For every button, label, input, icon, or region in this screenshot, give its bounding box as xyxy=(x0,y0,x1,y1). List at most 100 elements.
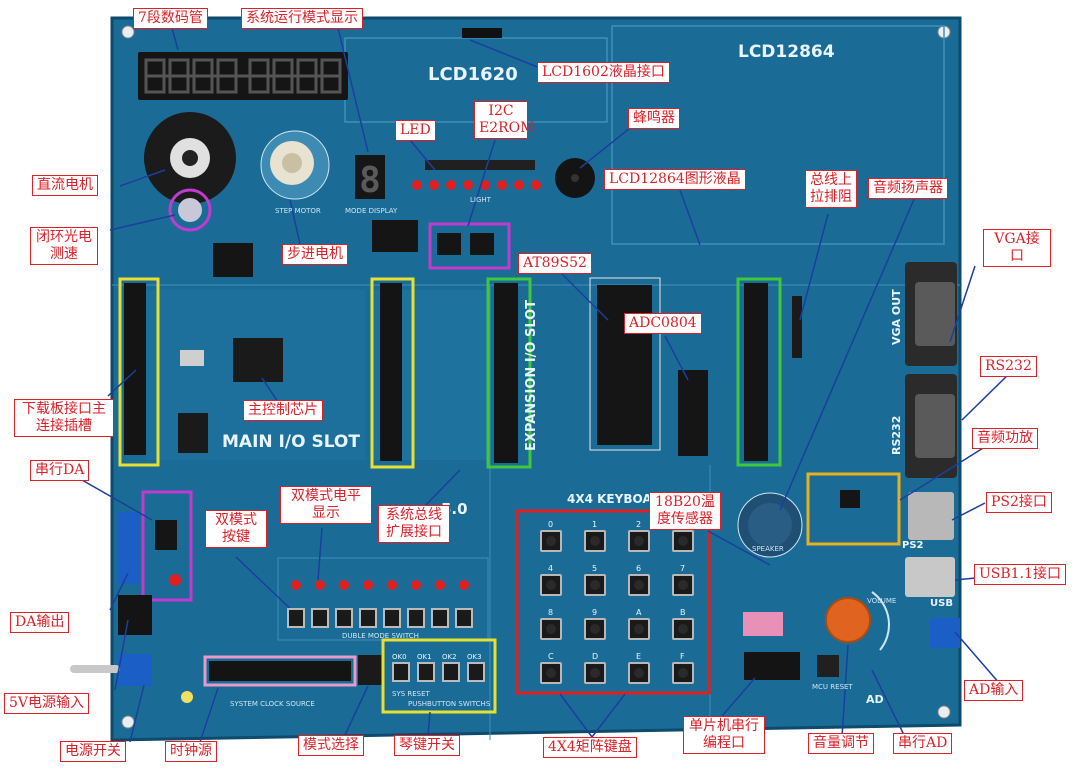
dual-mode-led xyxy=(411,580,421,590)
silk-mode-display: MODE DISPLAY xyxy=(345,207,398,215)
dual-mode-key[interactable] xyxy=(455,608,473,628)
keypad-key[interactable]: B xyxy=(672,608,694,640)
label-lcd12864-graphic: LCD12864图形液晶 xyxy=(604,169,746,190)
label-lcd1602: LCD1602液晶接口 xyxy=(537,62,670,83)
keypad-key[interactable]: 2 xyxy=(628,520,650,552)
svg-text:8: 8 xyxy=(359,160,381,201)
dual-mode-led xyxy=(315,580,325,590)
label-serial-ad: 串行AD xyxy=(893,733,953,754)
keypad-key-label: 4 xyxy=(548,564,554,573)
keypad-key[interactable]: 5 xyxy=(584,564,606,596)
label-seven-seg: 7段数码管 xyxy=(133,8,208,29)
pushbutton-key-label: OK1 xyxy=(417,653,432,661)
dual-mode-key[interactable] xyxy=(335,608,353,628)
keypad-key[interactable]: 3 xyxy=(672,520,694,552)
keypad-key-label: 0 xyxy=(548,520,554,529)
pushbutton-key[interactable]: OK0 xyxy=(392,653,410,682)
label-dual-mode-level: 双模式电平显示 xyxy=(280,486,372,524)
silk-sys-reset: SYS RESET xyxy=(392,690,430,698)
label-at89s52: AT89S52 xyxy=(518,253,592,274)
label-serial-da: 串行DA xyxy=(30,460,90,481)
keypad-key[interactable]: 1 xyxy=(584,520,606,552)
label-mode-select: 模式选择 xyxy=(298,735,364,756)
label-ps2: PS2接口 xyxy=(986,492,1052,513)
keypad-key[interactable]: 8 xyxy=(540,608,562,640)
label-keypad: 4X4矩阵键盘 xyxy=(543,737,637,758)
label-dc-motor: 直流电机 xyxy=(32,175,98,196)
dual-mode-led xyxy=(435,580,445,590)
keypad-key[interactable]: 9 xyxy=(584,608,606,640)
dual-mode-key[interactable] xyxy=(311,608,329,628)
label-mcu-serial: 单片机串行编程口 xyxy=(683,716,765,754)
label-closed-loop: 闭环光电测速 xyxy=(30,227,98,265)
dual-mode-key[interactable] xyxy=(359,608,377,628)
label-power-5v: 5V电源输入 xyxy=(4,693,90,714)
label-audio-amp: 音频功放 xyxy=(972,428,1038,449)
silk-ad: AD xyxy=(866,693,884,706)
dual-mode-key[interactable] xyxy=(431,608,449,628)
label-clock-source: 时钟源 xyxy=(165,741,217,762)
keypad-key[interactable]: A xyxy=(628,608,650,640)
label-download-slot: 下载板接口主连接插槽 xyxy=(14,399,114,437)
silk-vga-out: VGA OUT xyxy=(890,289,903,345)
keypad-key[interactable]: E xyxy=(628,652,650,684)
label-led: LED xyxy=(395,120,436,141)
silk-lcd1620: LCD1620 xyxy=(428,64,518,85)
keypad-key[interactable]: F xyxy=(672,652,694,684)
label-vga: VGA接口 xyxy=(983,229,1051,267)
silk-step-motor: STEP MOTOR xyxy=(275,207,321,215)
silk-volume: VOLUME xyxy=(867,597,897,605)
keypad-key-label: 2 xyxy=(636,520,642,529)
silk-speaker: SPEAKER xyxy=(752,545,784,553)
keypad-key[interactable]: 7 xyxy=(672,564,694,596)
silk-pushbutton: PUSHBUTTON SWITCHS xyxy=(408,700,491,708)
silk-ps2: PS2 xyxy=(902,540,924,551)
keypad-key[interactable]: 4 xyxy=(540,564,562,596)
label-power-switch: 电源开关 xyxy=(60,741,126,762)
label-bus-expansion: 系统总线扩展接口 xyxy=(378,505,450,543)
keypad-key-label: E xyxy=(636,652,642,661)
label-i2c: I2C E2ROM xyxy=(474,101,534,139)
dual-mode-key[interactable] xyxy=(287,608,305,628)
label-ad-input: AD输入 xyxy=(964,680,1024,701)
silk-system-clock: SYSTEM CLOCK SOURCE xyxy=(230,700,315,708)
label-main-chip: 主控制芯片 xyxy=(243,400,323,421)
label-audio-speaker: 音频扬声器 xyxy=(868,178,948,199)
label-dual-mode-key: 双模式按键 xyxy=(205,510,267,548)
label-mode-display: 系统运行模式显示 xyxy=(241,8,363,29)
pushbutton-key[interactable]: OK3 xyxy=(467,653,485,682)
dual-mode-key[interactable] xyxy=(383,608,401,628)
silk-main-slot: MAIN I/O SLOT xyxy=(222,432,360,452)
keypad-key[interactable]: C xyxy=(540,652,562,684)
silk-keyboard: 4X4 KEYBOARD xyxy=(567,492,671,506)
silk-rs232: RS232 xyxy=(890,415,903,455)
dual-mode-key[interactable] xyxy=(407,608,425,628)
pushbutton-key[interactable]: OK2 xyxy=(442,653,460,682)
label-piano-keys: 琴键开关 xyxy=(394,735,460,756)
step-motor xyxy=(260,130,330,200)
silk-mcu-reset: MCU RESET xyxy=(812,683,853,691)
label-usb: USB1.1接口 xyxy=(974,564,1066,585)
keypad-key-label: 7 xyxy=(680,564,686,573)
silk-expansion-slot: EXPANSION I/O SLOT xyxy=(524,299,539,451)
pushbutton-key[interactable]: OK1 xyxy=(417,653,435,682)
dual-mode-led xyxy=(459,580,469,590)
keypad-key-label: 6 xyxy=(636,564,642,573)
pushbutton-key-label: OK2 xyxy=(442,653,457,661)
label-da-output: DA输出 xyxy=(10,612,70,633)
dc-motor xyxy=(144,112,236,204)
callout-arrows xyxy=(81,27,1016,743)
keypad-key[interactable]: D xyxy=(584,652,606,684)
keypad-key[interactable]: 0 xyxy=(540,520,562,552)
label-step-motor: 步进电机 xyxy=(282,244,348,265)
main-slot-header-right xyxy=(380,283,402,461)
silk-lcd12864: LCD12864 xyxy=(738,42,835,62)
keypad-key[interactable]: 6 xyxy=(628,564,650,596)
keypad-key-label: B xyxy=(680,608,686,617)
seven-segment-display xyxy=(138,52,348,100)
label-volume: 音量调节 xyxy=(808,733,874,754)
pushbutton-key-label: OK0 xyxy=(392,653,407,661)
dual-mode-led xyxy=(339,580,349,590)
